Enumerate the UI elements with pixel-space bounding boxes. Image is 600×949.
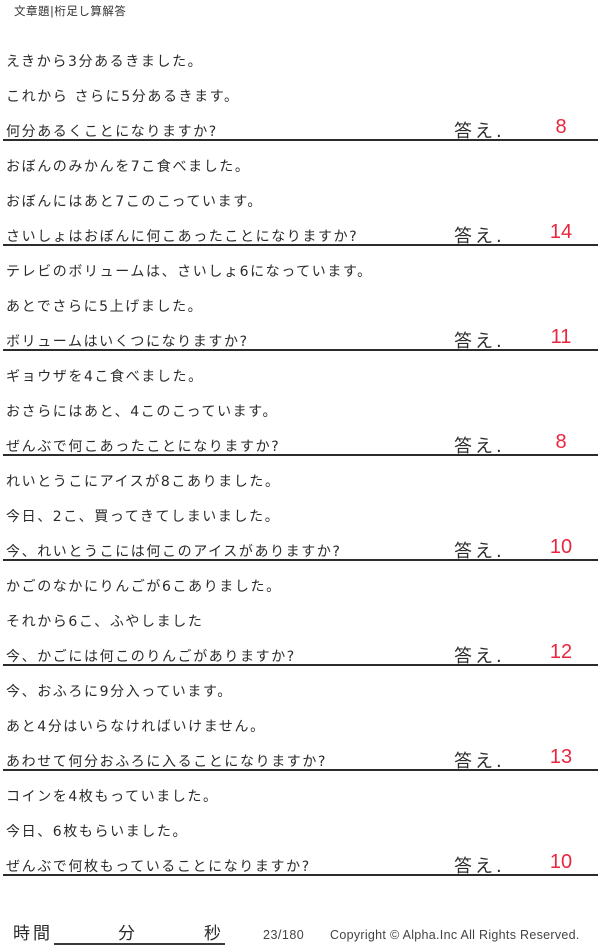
problem-line: あとでさらに5上げました。 [6, 299, 204, 315]
problem-question: 今、れいとうこには何このアイスがありますか? [6, 544, 342, 560]
problem-line: おぼんにはあと7このこっています。 [6, 194, 264, 210]
divider [3, 769, 598, 771]
answer-value: 12 [549, 641, 573, 663]
answer-label: 答え. [454, 331, 505, 352]
answer-value: 10 [549, 851, 573, 873]
problem-line: おぼんのみかんを7こ食べました。 [6, 159, 251, 175]
answer-label: 答え. [454, 541, 505, 562]
problem-4: ギョウザを4こ食べました。 おさらにはあと、4このこっています。 ぜんぶで何こあ… [0, 351, 600, 457]
answer-label: 答え. [454, 226, 505, 247]
answer-label: 答え. [454, 436, 505, 457]
answer-value: 8 [555, 116, 567, 138]
problem-question: 何分あるくことになりますか? [6, 124, 218, 140]
minutes-label: 分 [118, 924, 135, 944]
problem-line: おさらにはあと、4このこっています。 [6, 404, 279, 420]
divider [3, 874, 598, 876]
problem-5: れいとうこにアイスが8こありました。 今日、2こ、買ってきてしまいました。 今、… [0, 456, 600, 562]
page-number: 23/180 [263, 928, 305, 942]
problem-question: ボリュームはいくつになりますか? [6, 334, 249, 350]
problem-question: 今、かごには何このりんごがありますか? [6, 649, 296, 665]
footer: 時間 分 秒 23/180 Copyright © Alpha.Inc All … [0, 918, 600, 948]
problem-line: あと4分はいらなければいけません。 [6, 719, 266, 735]
problem-line: 今日、2こ、買ってきてしまいました。 [6, 509, 281, 525]
answer-value: 11 [550, 326, 572, 348]
divider [3, 664, 598, 666]
problem-question: さいしょはおぼんに何こあったことになりますか? [6, 229, 359, 245]
answer-value: 8 [555, 431, 567, 453]
problem-line: かごのなかにりんごが6こありました。 [6, 579, 282, 595]
problem-line: 今日、6枚もらいました。 [6, 824, 189, 840]
divider [3, 349, 598, 351]
answer-label: 答え. [454, 751, 505, 772]
problem-line: ギョウザを4こ食べました。 [6, 369, 204, 385]
problem-line: 今、おふろに9分入っています。 [6, 684, 233, 700]
page-header-title: 文章題|桁足し算解答 [14, 4, 127, 18]
problem-question: ぜんぶで何枚もっていることになりますか? [6, 859, 311, 875]
problem-line: それから6こ、ふやしました [6, 614, 204, 630]
problem-2: おぼんのみかんを7こ食べました。 おぼんにはあと7このこっています。 さいしょは… [0, 141, 600, 247]
problem-1: えきから3分あるきました。 これから さらに5分あるきます。 何分あるくことにな… [0, 36, 600, 142]
answer-value: 10 [549, 536, 573, 558]
answer-label: 答え. [454, 856, 505, 877]
answer-value: 13 [549, 746, 573, 768]
problem-line: これから さらに5分あるきます。 [6, 89, 240, 105]
answer-value: 14 [549, 221, 573, 243]
time-entry-line [54, 943, 225, 945]
seconds-label: 秒 [204, 924, 221, 944]
copyright-text: Copyright © Alpha.Inc All Rights Reserve… [330, 928, 580, 942]
problem-8: コインを4枚もっていました。 今日、6枚もらいました。 ぜんぶで何枚もっているこ… [0, 771, 600, 877]
problem-3: テレビのボリュームは、さいしょ6になっています。 あとでさらに5上げました。 ボ… [0, 246, 600, 352]
time-label: 時間 [13, 924, 53, 944]
divider [3, 559, 598, 561]
problem-line: コインを4枚もっていました。 [6, 789, 219, 805]
answer-label: 答え. [454, 646, 505, 667]
problem-line: テレビのボリュームは、さいしょ6になっています。 [6, 264, 373, 280]
problem-line: えきから3分あるきました。 [6, 54, 204, 70]
divider [3, 139, 598, 141]
divider [3, 454, 598, 456]
answer-label: 答え. [454, 121, 505, 142]
problem-7: 今、おふろに9分入っています。 あと4分はいらなければいけません。 あわせて何分… [0, 666, 600, 772]
divider [3, 244, 598, 246]
problem-6: かごのなかにりんごが6こありました。 それから6こ、ふやしました 今、かごには何… [0, 561, 600, 667]
problem-line: れいとうこにアイスが8こありました。 [6, 474, 281, 490]
problem-question: あわせて何分おふろに入ることになりますか? [6, 754, 328, 770]
problem-question: ぜんぶで何こあったことになりますか? [6, 439, 281, 455]
